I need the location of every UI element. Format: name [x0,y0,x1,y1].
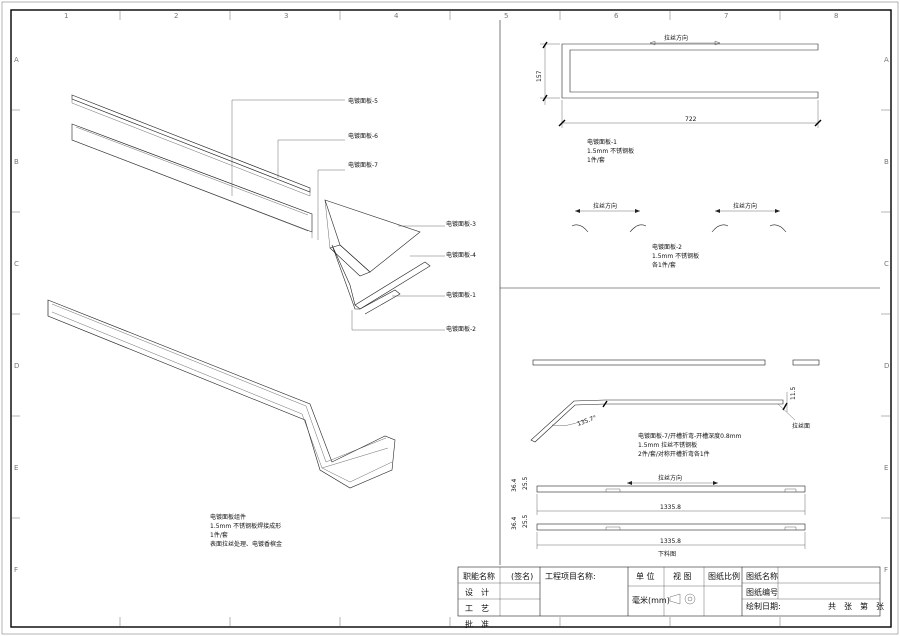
main-assembly-shape [47,299,396,489]
panel2-left-profile [571,224,589,233]
label-panel-7: 电镀面板-7 [348,161,378,169]
row-label: B [14,158,19,166]
panel2-brush-left: 拉丝方向 [593,202,617,210]
row-label: C [14,260,19,268]
tb-scale-label: 图纸比例 [708,571,740,581]
panel7-dim-a2: 36.4 [511,516,518,530]
tb-draw-date: 绘制日期: [746,601,781,611]
panel7-angle: 135.7° [576,414,597,427]
panel1-brush-direction: 拉丝方向 [664,34,688,42]
assembly-material: 1.5mm 不锈钢板焊接成形 [210,522,281,530]
tb-sheets: 共 张 第 张 [828,601,884,611]
panel7-profile [530,399,784,443]
panel1-height-dim: 157 [536,70,543,82]
assembly-finish: 表面拉丝处理、电镀香槟金 [210,540,282,548]
col-label: 1 [64,12,68,20]
row-label: B [884,158,889,166]
title-block: 职能名称 (签名) 设 计 工 艺 批 准 工程项目名称: 单 位 毫米(mm)… [457,566,884,629]
row-label: D [884,362,889,370]
panel1-drawing: 拉丝方向 157 722 电镀面板-1 1.5mm 不锈钢板 1件/套 [536,34,822,164]
panel2-material: 1.5mm 不锈钢板 [652,252,699,260]
label-panel-3: 电镀面板-3 [446,220,476,228]
assembly-note: 电镀面板组件 1.5mm 不锈钢板焊接成形 1件/套 表面拉丝处理、电镀香槟金 [210,513,282,548]
col-label: 8 [834,12,838,20]
label-panel-2: 电镀面板-2 [446,325,476,333]
panel7-blank-1 [536,485,806,493]
panel2-qty: 各1件/套 [652,261,676,269]
row-label: E [884,464,888,472]
panel7-material: 1.5mm 拉丝不锈钢板 [638,441,697,449]
col-label: 4 [394,12,399,20]
label-panel-5: 电镀面板-5 [348,97,378,105]
row-label: A [14,56,19,64]
exploded-view [47,94,445,489]
label-panel-6: 电镀面板-6 [348,132,378,140]
panel7-drawing: 135.7° 11.5 拉丝面 电镀面板-7/开槽折弯-开槽深度0.8mm 1.… [511,359,820,558]
row-label: F [14,566,18,574]
tb-process: 工 艺 [465,604,489,613]
tb-unit-label: 单 位 [636,571,655,581]
panel7-blank-title: 下料图 [658,550,676,558]
col-label: 2 [174,12,178,20]
col-label: 5 [504,12,508,20]
drawing-frame [10,9,892,628]
exploded-labels: 电镀面板-5 电镀面板-6 电镀面板-7 电镀面板-3 电镀面板-4 电镀面板-… [348,97,476,333]
tb-project: 工程项目名称: [545,571,596,581]
tb-signature: (签名) [511,571,533,581]
panel1-outline [561,43,819,99]
tb-drafter: 职能名称 [463,571,495,581]
assembly-title: 电镀面板组件 [210,513,246,521]
tb-approve: 批 准 [465,619,489,629]
panel7-dim-b1: 25.5 [522,476,529,490]
panel1-material: 1.5mm 不锈钢板 [587,147,634,155]
assembly-qty: 1件/套 [210,531,228,539]
panel2-right-profile [711,224,729,233]
panel7-dim-b2: 25.5 [522,514,529,528]
panel2-title: 电镀面板-2 [652,243,682,251]
row-label: E [14,464,18,472]
panel7-qty: 2件/套/对称开槽折弯各1件 [638,450,710,458]
row-label: C [884,260,889,268]
tb-view-label: 视 图 [673,571,692,581]
panel7-title: 电镀面板-7/开槽折弯-开槽深度0.8mm [638,432,742,440]
panel7-brush-face: 拉丝面 [792,422,810,430]
tb-drawing-no: 图纸编号 [746,587,778,597]
panel7-brush-direction: 拉丝方向 [658,474,682,482]
row-label: F [884,566,888,574]
panel4-shape [331,244,431,310]
panel1-title: 电镀面板-1 [587,138,617,146]
col-label: 3 [284,12,288,20]
panel7-dim-a1: 36.4 [511,478,518,492]
panel7-strip [532,359,766,366]
row-label: A [884,56,889,64]
tb-unit-value: 毫米(mm) [632,595,670,605]
panel7-flange-dim: 11.5 [790,386,797,400]
panel7-length-1: 1335.8 [660,504,681,511]
panel6-shape [71,123,313,233]
panel2-drawing: 拉丝方向 拉丝方向 电镀面板-2 1.5mm 不锈钢板 各1件/套 [571,202,787,269]
label-panel-1: 电镀面板-1 [446,291,476,299]
panel5-shape [71,94,311,193]
grid-labels: 1 2 3 4 5 6 7 8 A B C D E F A B C D E F [14,12,889,574]
panel7-blank-2 [536,523,806,531]
tb-drawing-name: 图纸名称 [746,571,778,581]
col-label: 7 [724,12,728,20]
col-label: 6 [614,12,619,20]
panel1-length-dim: 722 [685,116,697,123]
tb-design: 设 计 [465,587,489,597]
panel7-length-2: 1335.8 [660,538,681,545]
panel2-brush-right: 拉丝方向 [733,202,757,210]
projection-symbol-icon [669,593,696,605]
grid-ticks [11,10,891,627]
panel1-qty: 1件/套 [587,156,605,164]
row-label: D [14,362,19,370]
label-panel-4: 电镀面板-4 [446,251,476,259]
